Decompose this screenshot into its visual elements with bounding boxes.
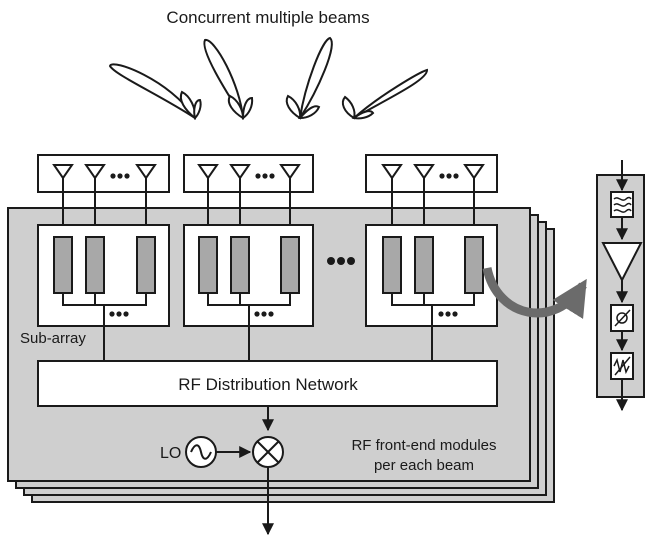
beam-lobe-2 bbox=[203, 39, 254, 120]
zoom-arrow bbox=[482, 266, 587, 319]
ellipsis-dots bbox=[109, 257, 458, 317]
phase-shifter-icon bbox=[464, 236, 484, 294]
oscillator-icon bbox=[185, 436, 217, 468]
attenuator-icon bbox=[610, 352, 634, 380]
phase-shifter-icon bbox=[198, 236, 218, 294]
phase-shifter-icon bbox=[280, 236, 300, 294]
amplifier-icon bbox=[601, 242, 643, 283]
lo-label: LO bbox=[160, 445, 181, 462]
ellipsis-dots bbox=[110, 173, 459, 179]
phase-shifter-icon bbox=[230, 236, 250, 294]
phase-shifter-icon bbox=[414, 236, 434, 294]
filter-icon bbox=[610, 191, 634, 218]
phase-shifter-icon bbox=[610, 304, 634, 332]
antenna-row bbox=[37, 154, 498, 193]
rf-distribution-label: RF Distribution Network bbox=[178, 375, 358, 394]
phase-shifter-icon bbox=[382, 236, 402, 294]
sub-array-links bbox=[103, 326, 433, 361]
phase-shifter-icon bbox=[136, 236, 156, 294]
sub-arrays bbox=[37, 224, 498, 327]
modules-caption-line2: per each beam bbox=[374, 457, 474, 474]
diagram-title: Concurrent multiple beams bbox=[166, 8, 369, 27]
mixer-icon bbox=[252, 436, 284, 468]
beam-lobes bbox=[108, 36, 428, 120]
modules-caption-line1: RF front-end modules bbox=[351, 437, 496, 454]
beam-lobe-3 bbox=[285, 36, 333, 120]
sub-array-label: Sub-array bbox=[20, 330, 86, 347]
phase-shifter-icon bbox=[85, 236, 105, 294]
phase-shifter-icon bbox=[53, 236, 73, 294]
element-detail-panel bbox=[596, 160, 645, 412]
beam-lobe-4 bbox=[341, 68, 428, 120]
beam-lobe-1 bbox=[108, 63, 202, 120]
